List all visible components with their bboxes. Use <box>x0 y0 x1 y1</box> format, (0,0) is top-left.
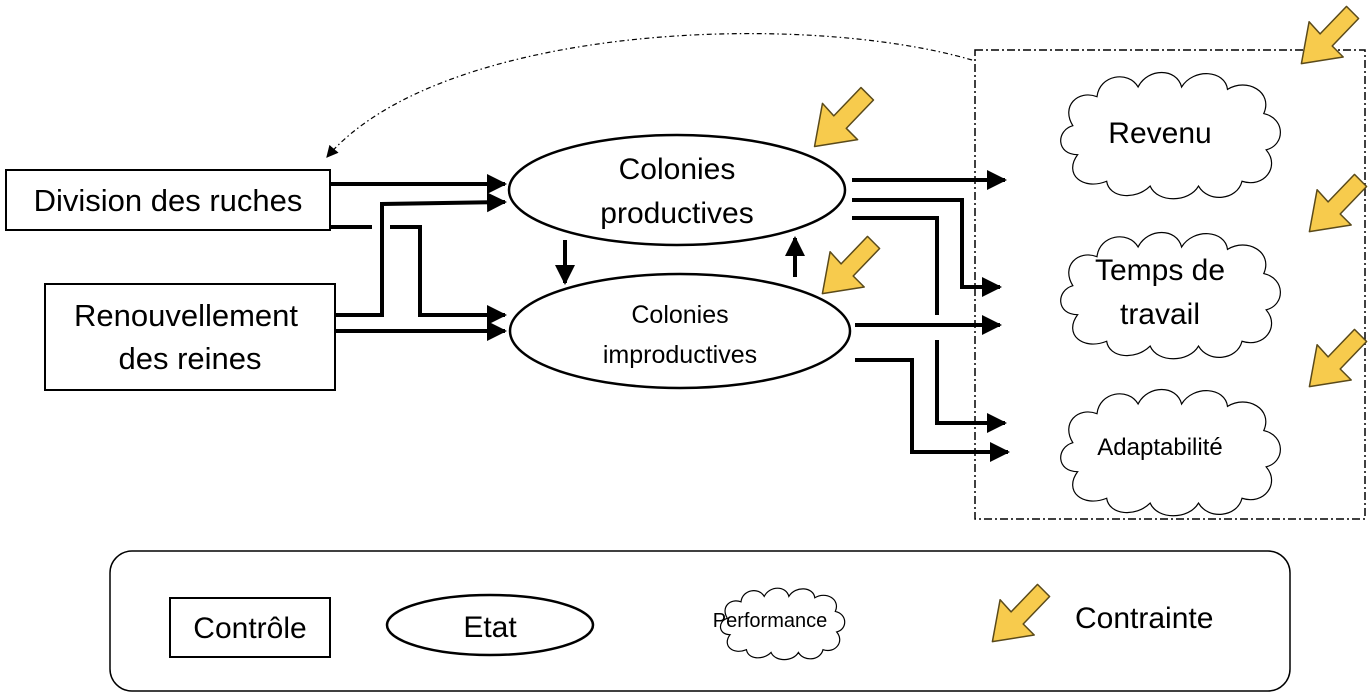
arrow-division-to-improductives <box>390 225 507 325</box>
legend-etat-label: Etat <box>463 611 517 644</box>
renouvellement-label-line1: Renouvellement <box>74 298 298 333</box>
arrow-renouvellement-to-productives <box>335 192 507 317</box>
temps-label-line2: travail <box>1120 298 1200 331</box>
arrow-productives-to-adaptabilite <box>935 340 1007 433</box>
legend-performance: Performance <box>713 586 847 662</box>
constraint-arrow-icon <box>813 86 875 148</box>
performance-arrows <box>852 170 1010 462</box>
feedback-arrow <box>326 32 973 158</box>
state-colonies-improductives: Colonies improductives <box>508 272 852 390</box>
performance-adaptabilite: Adaptabilité <box>1061 390 1281 516</box>
renouvellement-label-line2: des reines <box>118 341 261 376</box>
productives-label-line1: Colonies <box>619 153 736 186</box>
control-arrows <box>330 174 507 341</box>
legend-controle: Contrôle <box>169 597 331 658</box>
legend-frame <box>109 550 1291 692</box>
legend-etat: Etat <box>385 593 595 657</box>
line-productives-down <box>852 216 939 315</box>
division-label: Division des ruches <box>34 183 303 218</box>
improductives-label-line2: improductives <box>603 341 757 369</box>
legend: Contrôle Etat Performance Contrainte <box>109 550 1291 692</box>
performance-revenu: Revenu <box>1061 73 1281 199</box>
adaptabilite-label: Adaptabilité <box>1097 434 1222 461</box>
arrow-productives-to-temps <box>852 198 1002 297</box>
control-division-des-ruches: Division des ruches <box>5 169 331 231</box>
arrow-improductives-to-adaptabilite <box>855 358 1010 462</box>
constraint-arrow-icon <box>1308 328 1368 388</box>
state-arrows <box>555 236 805 285</box>
productives-label-line2: productives <box>600 197 753 230</box>
legend-contrainte-label: Contrainte <box>1075 602 1213 635</box>
temps-label-line1: Temps de <box>1095 254 1225 287</box>
control-renouvellement-des-reines: Renouvellement des reines <box>44 283 336 391</box>
legend-contrainte: Contrainte <box>991 583 1213 643</box>
revenu-label: Revenu <box>1108 117 1211 150</box>
constraint-arrow-icon <box>821 235 881 295</box>
legend-performance-label: Performance <box>713 610 828 632</box>
legend-controle-label: Contrôle <box>193 612 306 645</box>
performance-temps-de-travail: Temps de travail <box>1061 233 1281 359</box>
performance-region-border <box>974 49 1366 520</box>
constraint-arrow-icon <box>1308 173 1368 233</box>
state-colonies-productives: Colonies productives <box>507 133 847 247</box>
constraint-arrow-icon <box>1300 5 1360 65</box>
improductives-label-line1: Colonies <box>631 301 728 329</box>
